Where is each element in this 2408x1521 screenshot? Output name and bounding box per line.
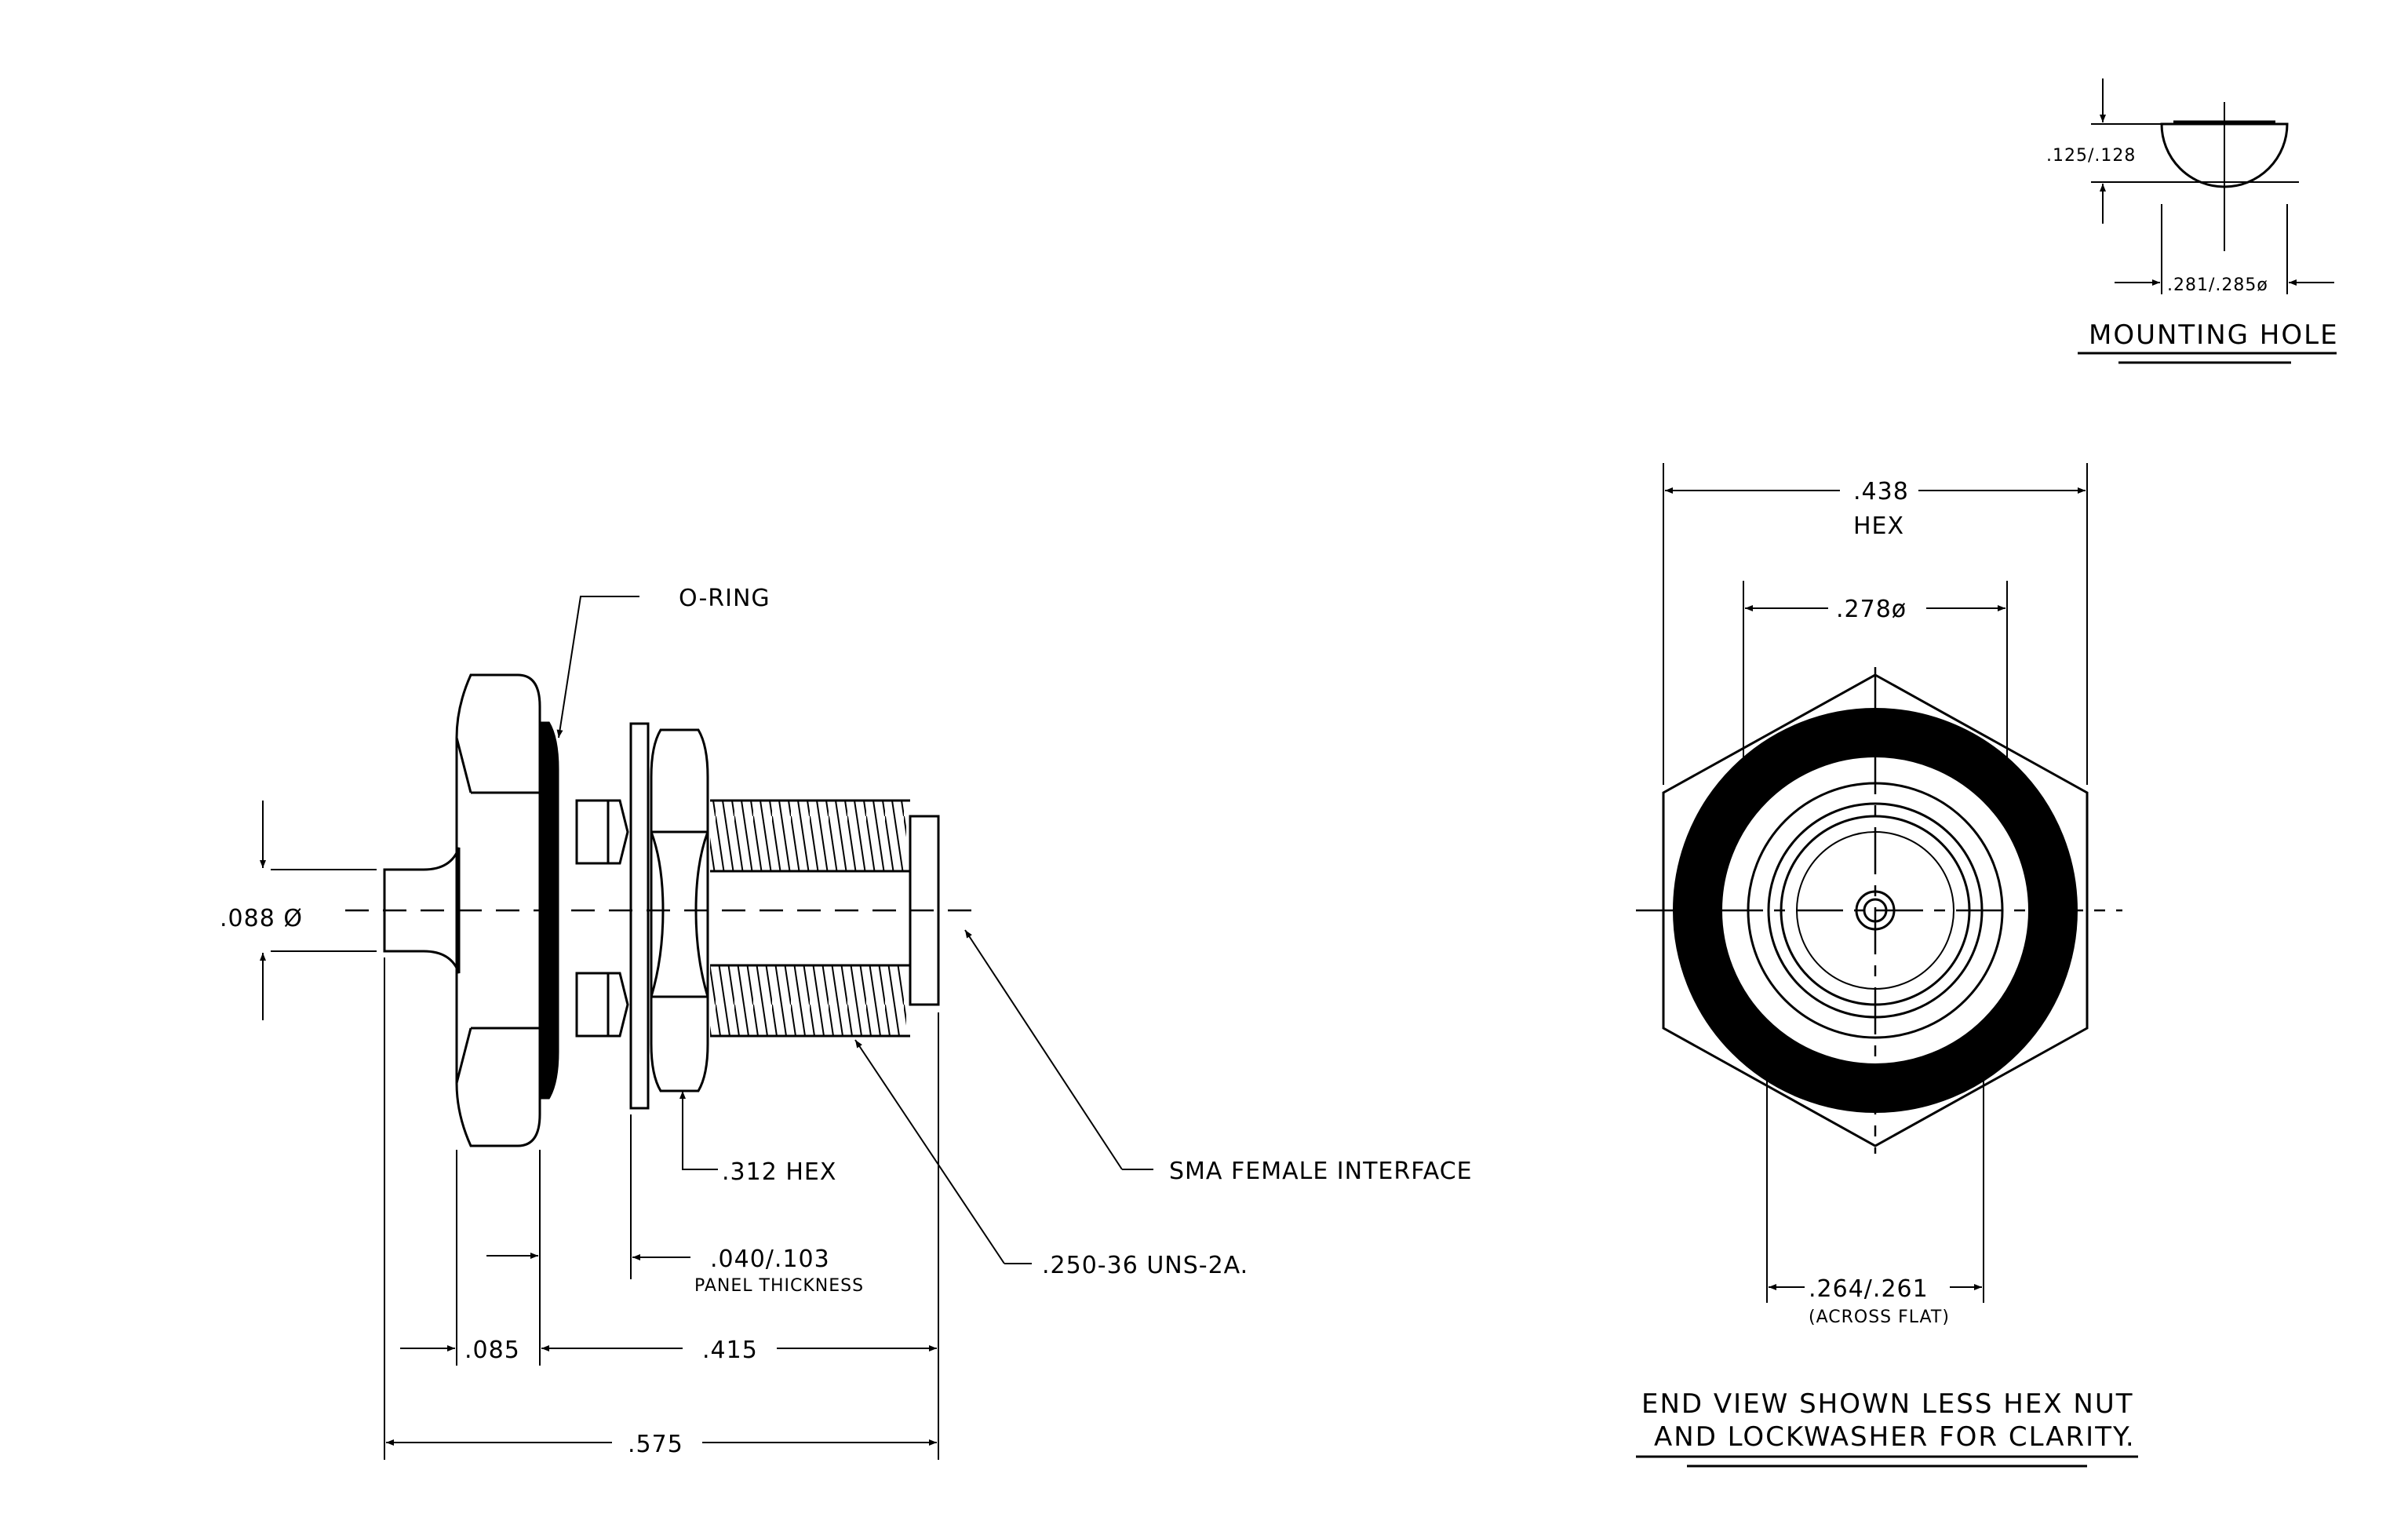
label-across-flat-caption: (ACROSS FLAT)	[1809, 1308, 1950, 1327]
label-oring: O-RING	[679, 585, 770, 612]
label-hex-word: HEX	[1853, 512, 1904, 540]
thread-top	[710, 801, 906, 871]
label-mh-dia: .281/.285ø	[2167, 275, 2268, 295]
body-collar-bottom	[575, 972, 610, 1038]
end-note-line2: AND LOCKWASHER FOR CLARITY.	[1654, 1421, 2136, 1453]
leader-hex312	[679, 1091, 718, 1170]
label-hex312: .312 HEX	[722, 1158, 836, 1186]
o-ring	[539, 721, 559, 1100]
side-view: O-RING .088 Ø .312 HEX .040/.103 PANEL T…	[220, 585, 1473, 1460]
label-sma: SMA FEMALE INTERFACE	[1169, 1158, 1473, 1185]
flange-hex	[455, 673, 541, 1147]
leader-thread	[854, 1039, 1005, 1264]
label-dia088: .088 Ø	[220, 905, 303, 932]
label-panel-caption: PANEL THICKNESS	[694, 1276, 864, 1296]
mounting-hole-view: .125/.128 .281/.285ø MOUNTING HOLE	[2046, 78, 2339, 364]
end-note-line1: END VIEW SHOWN LESS HEX NUT	[1641, 1388, 2134, 1420]
leader-oring	[556, 596, 639, 739]
nut-facet	[694, 831, 709, 998]
label-dim575: .575	[628, 1431, 683, 1458]
label-dim415: .415	[702, 1337, 758, 1364]
leader-sma	[964, 929, 1123, 1170]
thread-outline	[710, 799, 910, 1038]
panel-plate	[629, 722, 650, 1110]
rear-pin	[383, 847, 461, 974]
body-collar-top	[575, 799, 610, 865]
label-mh-flat: .125/.128	[2046, 146, 2136, 166]
mh-outline	[2160, 122, 2289, 188]
flange-facet	[455, 737, 472, 793]
label-thread: .250-36 UNS-2A.	[1042, 1252, 1248, 1279]
end-view: .438 HEX .278ø .264/.261 (ACROSS FLAT) E…	[1636, 463, 2138, 1468]
thread-bottom	[710, 965, 906, 1036]
label-dim085: .085	[464, 1337, 520, 1364]
label-dia278: .278ø	[1836, 596, 1907, 623]
label-panel-dim: .040/.103	[710, 1246, 830, 1273]
washer-tooth	[608, 972, 629, 1038]
label-mh-title: MOUNTING HOLE	[2089, 319, 2339, 351]
washer-tooth	[608, 799, 629, 865]
hex-nut	[650, 728, 709, 1092]
label-across-flat-dim: .264/.261	[1809, 1275, 1929, 1303]
label-hex438: .438	[1853, 478, 1909, 505]
front-interface	[909, 815, 940, 1006]
flange-facet	[455, 1027, 472, 1084]
nut-facet	[650, 831, 665, 998]
end-hex	[1662, 673, 2089, 1147]
